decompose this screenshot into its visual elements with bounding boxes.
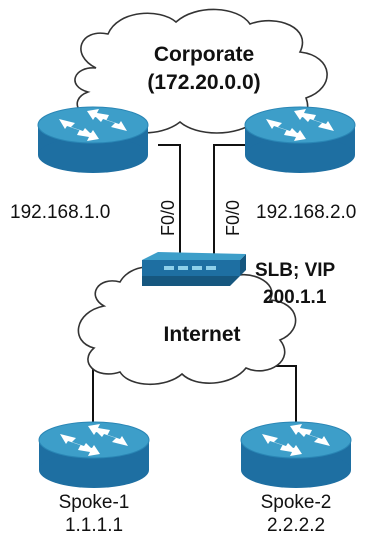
spoke-2-address: 2.2.2.2 xyxy=(267,515,325,536)
corporate-cloud-name: Corporate xyxy=(154,43,254,66)
link-internet-to-spoke-2 xyxy=(268,365,297,430)
hub-right-network-label: 192.168.2.0 xyxy=(256,202,356,223)
spoke-2-router-icon xyxy=(240,421,352,489)
slb-label: SLB; VIP xyxy=(255,260,336,281)
spoke-2-name: Spoke-2 xyxy=(261,492,332,513)
spoke-1-router-icon xyxy=(38,421,150,489)
slb-switch-icon xyxy=(142,252,246,286)
slb-vip-address: 200.1.1 xyxy=(263,287,327,308)
hub-left-network-label: 192.168.1.0 xyxy=(10,202,110,223)
corporate-cloud-subnet: (172.20.0.0) xyxy=(147,71,260,94)
hub-left-interface-label: F0/0 xyxy=(158,200,178,236)
hub-left-router-icon xyxy=(37,106,149,174)
link-hub-right-to-slb xyxy=(213,144,248,258)
link-hub-left-to-slb xyxy=(158,144,181,258)
spoke-1-name: Spoke-1 xyxy=(59,492,130,513)
hub-right-router-icon xyxy=(244,106,356,174)
hub-right-interface-label: F0/0 xyxy=(223,200,243,236)
link-internet-to-spoke-1 xyxy=(92,365,110,430)
spoke-1-address: 1.1.1.1 xyxy=(65,515,123,536)
internet-cloud-name: Internet xyxy=(163,323,240,346)
